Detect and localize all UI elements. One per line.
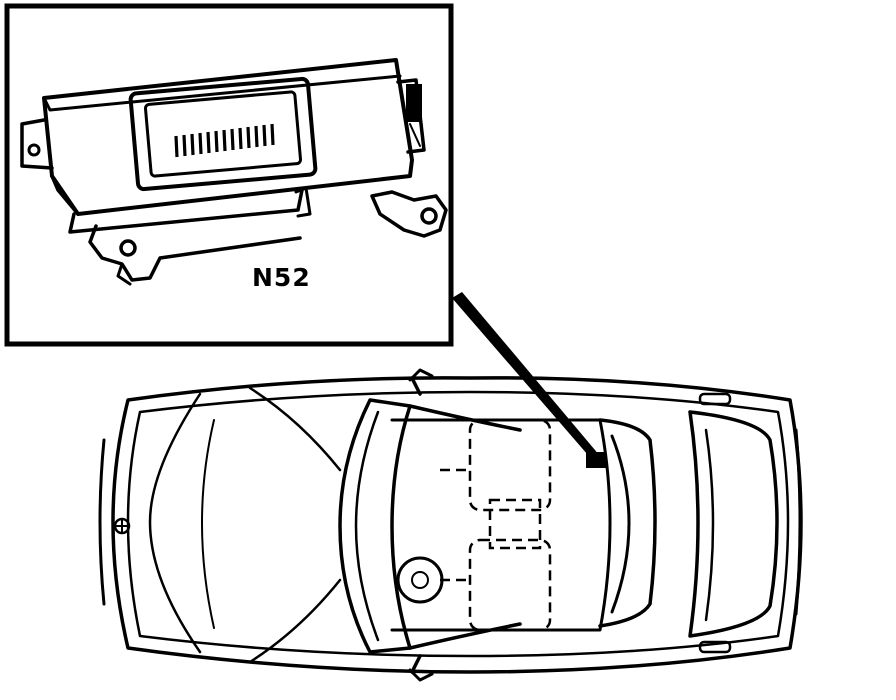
module-location-marker [586,452,606,468]
seats [440,418,552,632]
control-module-illustration [20,58,448,286]
vent-slots [174,123,275,158]
inset-panel: N52 [4,3,454,347]
inset-frame [4,3,454,347]
component-label: N52 [252,263,311,292]
steering-wheel [396,556,444,604]
vehicle-top-view [98,368,803,682]
